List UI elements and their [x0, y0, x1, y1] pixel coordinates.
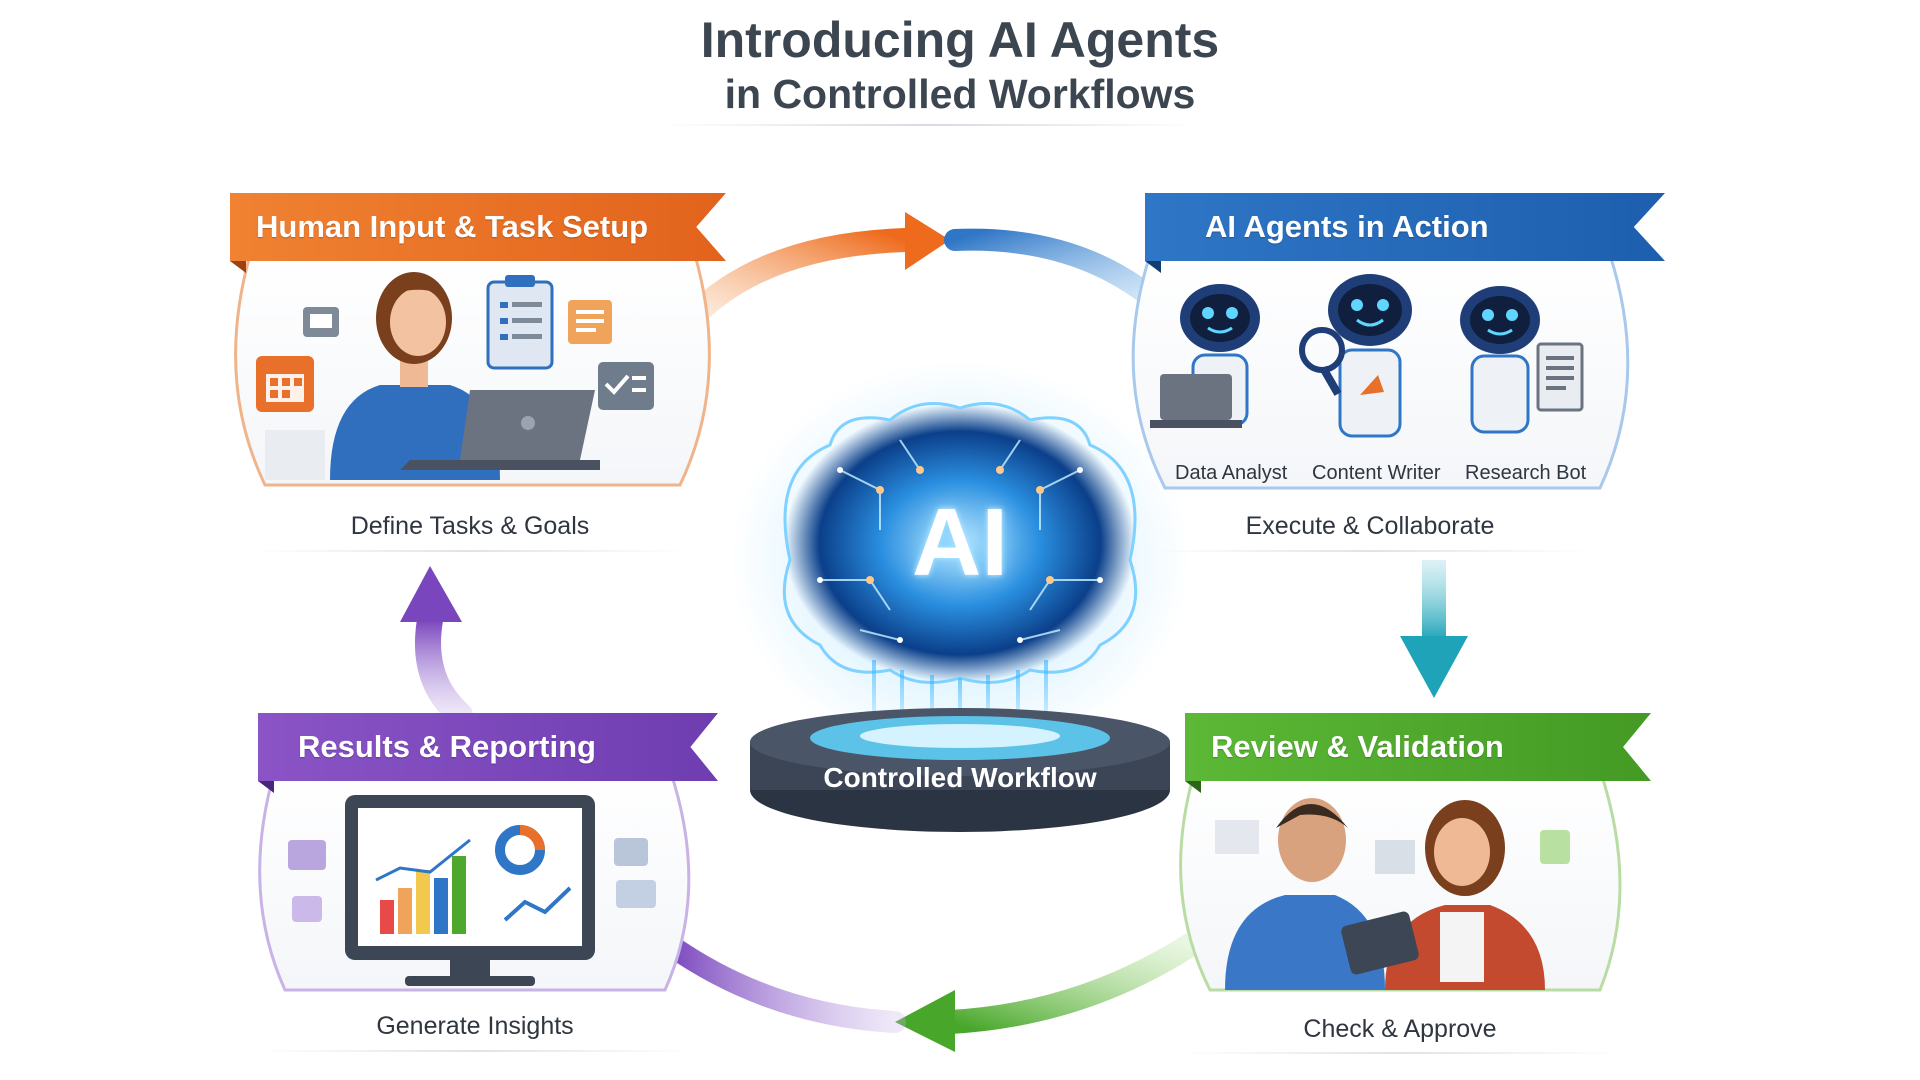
flow-arrow-green	[938, 933, 1202, 1034]
agent-label-data-analyst: Data Analyst	[1175, 462, 1288, 484]
title-line-1: Introducing AI Agents	[700, 12, 1220, 68]
flow-arrow-purple	[415, 607, 473, 728]
stage-caption-ai-agents: Execute & Collaborate	[1245, 512, 1495, 540]
pedestal-label: Controlled Workflow	[823, 762, 1097, 793]
monitor-chart-icon	[345, 795, 595, 986]
title-divider	[660, 124, 1200, 126]
tablet-icon	[1341, 911, 1419, 975]
stage-title-review: Review & Validation	[1185, 713, 1651, 781]
ribbon-fold	[230, 261, 246, 273]
flow-arrowhead-teal	[1400, 636, 1468, 698]
caption-divider	[255, 1050, 695, 1052]
stage-title-results: Results & Reporting	[258, 713, 718, 781]
diagram-title: Introducing AI Agents in Controlled Work…	[0, 14, 1920, 116]
ribbon-fold	[258, 781, 274, 793]
calendar-icon	[256, 356, 314, 412]
side-icons-left	[288, 838, 656, 922]
flow-arrow-orange	[678, 228, 917, 332]
stage-title-ai-agents: AI Agents in Action	[1145, 193, 1665, 261]
reviewers-illustration	[1215, 798, 1570, 990]
ribbon-fold	[1145, 261, 1161, 273]
flow-arrowhead-purple	[400, 566, 462, 622]
stage-caption-results: Generate Insights	[376, 1012, 574, 1040]
light-beams	[872, 660, 1048, 730]
agent-label-research-bot: Research Bot	[1465, 462, 1587, 484]
flow-arrowhead-orange	[905, 212, 950, 270]
robot-research-bot	[1460, 286, 1584, 434]
flow-arrow-teal	[1422, 560, 1446, 640]
checklist-icon	[598, 362, 654, 410]
robot-content-writer	[1299, 274, 1412, 438]
stage-title-human-input: Human Input & Task Setup	[230, 193, 726, 261]
flow-arrow-blue	[944, 228, 1171, 316]
woman-at-laptop-illustration	[265, 272, 600, 480]
monitor-icon	[303, 307, 339, 337]
brain-circuit-icon	[730, 360, 1190, 760]
caption-divider	[1180, 1052, 1620, 1054]
stage-caption-human-input: Define Tasks & Goals	[350, 512, 590, 540]
pedestal	[750, 708, 1170, 832]
ribbon-fold	[1185, 781, 1201, 793]
flow-arrowhead-green	[895, 990, 955, 1052]
stage-caption-review: Check & Approve	[1303, 1015, 1497, 1043]
title-line-2: in Controlled Workflows	[724, 70, 1196, 117]
caption-divider	[1150, 550, 1590, 552]
document-icon	[568, 300, 612, 344]
agent-label-content-writer: Content Writer	[1312, 462, 1441, 484]
robot-data-analyst	[1150, 284, 1260, 428]
caption-divider	[250, 550, 690, 552]
ai-label: AI	[912, 489, 1008, 596]
flow-arrow-purple-low	[659, 934, 906, 1033]
clipboard-icon	[486, 275, 554, 370]
